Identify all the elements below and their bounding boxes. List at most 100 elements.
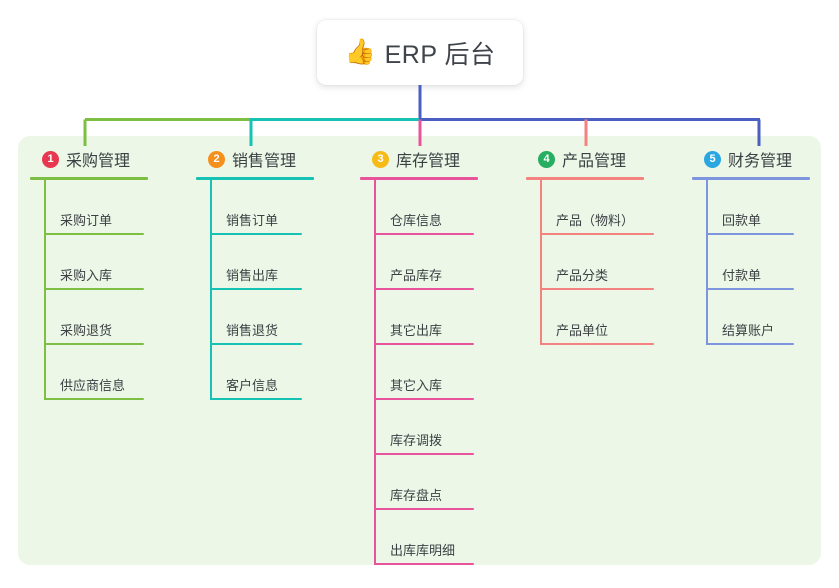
list-item[interactable]: 采购退货 (30, 290, 148, 345)
list-item[interactable]: 出库库明细 (360, 510, 478, 565)
column-badge-4: 4 (538, 150, 555, 168)
list-item-label: 产品（物料） (556, 213, 635, 228)
list-item[interactable]: 销售出库 (196, 235, 314, 290)
list-item-rule (706, 343, 794, 345)
list-item[interactable]: 销售退货 (196, 290, 314, 345)
list-item-label: 产品库存 (390, 268, 443, 283)
column-items-4: 产品（物料） 产品分类产品单位 (526, 180, 654, 345)
list-item-rule (706, 288, 794, 290)
list-item-label: 回款单 (722, 213, 762, 228)
list-item-label: 销售订单 (226, 213, 279, 228)
list-item-rule (44, 343, 144, 345)
column-header-4[interactable]: 4 产品管理 (526, 146, 644, 172)
column-header-3[interactable]: 3 库存管理 (360, 146, 478, 172)
list-item-label: 采购退货 (60, 323, 113, 338)
list-item-rule (374, 453, 474, 455)
column-spine-4 (540, 180, 542, 345)
list-item[interactable]: 仓库信息 (360, 180, 478, 235)
list-item[interactable]: 库存调拨 (360, 400, 478, 455)
list-item-rule (44, 398, 144, 400)
column-badge-1: 1 (42, 150, 59, 168)
list-item-rule (374, 343, 474, 345)
list-item-label: 其它入库 (390, 378, 443, 393)
list-item-rule (706, 233, 794, 235)
column-badge-2: 2 (208, 150, 225, 168)
list-item-label: 供应商信息 (60, 378, 126, 393)
list-item[interactable]: 结算账户 (692, 290, 810, 345)
list-item[interactable]: 其它出库 (360, 290, 478, 345)
list-item-label: 产品分类 (556, 268, 609, 283)
list-item[interactable]: 销售订单 (196, 180, 314, 235)
list-item-label: 仓库信息 (390, 213, 443, 228)
list-item-rule (540, 233, 654, 235)
list-item-label: 采购订单 (60, 213, 113, 228)
list-item-rule (44, 233, 144, 235)
list-item[interactable]: 库存盘点 (360, 455, 478, 510)
column-header-rule-1 (30, 177, 148, 180)
list-item-rule (540, 343, 654, 345)
column-spine-2 (210, 180, 212, 400)
list-item-label: 出库库明细 (390, 543, 456, 558)
list-item[interactable]: 回款单 (692, 180, 810, 235)
list-item[interactable]: 付款单 (692, 235, 810, 290)
list-item-label: 产品单位 (556, 323, 609, 338)
column-badge-3: 3 (372, 150, 389, 168)
list-item-rule (374, 398, 474, 400)
list-item-rule (374, 508, 474, 510)
list-item-label: 其它出库 (390, 323, 443, 338)
column-badge-5: 5 (704, 150, 721, 168)
column-2: 2 销售管理销售订单销售出库销售退货客户信息 (196, 146, 314, 400)
root-title-card: 👍 ERP 后台 (317, 20, 523, 85)
list-item[interactable]: 产品（物料） (526, 180, 654, 235)
column-4: 4 产品管理产品（物料） 产品分类产品单位 (526, 146, 654, 345)
column-items-5: 回款单付款单结算账户 (692, 180, 810, 345)
column-title-4: 产品管理 (562, 153, 627, 170)
list-item-rule (210, 398, 302, 400)
list-item-rule (210, 343, 302, 345)
root-title-text: ERP 后台 (384, 40, 496, 69)
list-item-label: 结算账户 (722, 323, 775, 338)
column-title-5: 财务管理 (728, 153, 793, 170)
list-item[interactable]: 采购订单 (30, 180, 148, 235)
list-item-rule (210, 288, 302, 290)
column-header-5[interactable]: 5 财务管理 (692, 146, 810, 172)
list-item[interactable]: 产品单位 (526, 290, 654, 345)
column-spine-3 (374, 180, 376, 565)
list-item-rule (210, 233, 302, 235)
list-item-label: 客户信息 (226, 378, 279, 393)
list-item-rule (374, 563, 474, 565)
column-items-3: 仓库信息产品库存其它出库其它入库库存调拨库存盘点出库库明细 (360, 180, 478, 565)
column-spine-5 (706, 180, 708, 345)
list-item[interactable]: 其它入库 (360, 345, 478, 400)
column-header-rule-2 (196, 177, 314, 180)
list-item-rule (44, 288, 144, 290)
list-item[interactable]: 采购入库 (30, 235, 148, 290)
list-item-label: 库存盘点 (390, 488, 443, 503)
list-item-label: 采购入库 (60, 268, 113, 283)
column-header-rule-4 (526, 177, 644, 180)
diagram-panel (18, 136, 821, 565)
column-5: 5 财务管理回款单付款单结算账户 (692, 146, 810, 345)
list-item-label: 付款单 (722, 268, 762, 283)
column-3: 3 库存管理仓库信息产品库存其它出库其它入库库存调拨库存盘点出库库明细 (360, 146, 478, 565)
column-header-rule-5 (692, 177, 810, 180)
list-item[interactable]: 供应商信息 (30, 345, 148, 400)
list-item-label: 销售退货 (226, 323, 279, 338)
column-items-2: 销售订单销售出库销售退货客户信息 (196, 180, 314, 400)
list-item[interactable]: 产品分类 (526, 235, 654, 290)
list-item[interactable]: 产品库存 (360, 235, 478, 290)
list-item-rule (374, 233, 474, 235)
thumbs-up-icon: 👍 (344, 38, 376, 66)
list-item-rule (540, 288, 654, 290)
column-title-1: 采购管理 (66, 153, 131, 170)
column-title-2: 销售管理 (232, 153, 297, 170)
column-header-1[interactable]: 1 采购管理 (30, 146, 148, 172)
column-title-3: 库存管理 (396, 153, 461, 170)
column-header-2[interactable]: 2 销售管理 (196, 146, 314, 172)
column-1: 1 采购管理采购订单采购入库采购退货供应商信息 (30, 146, 148, 400)
list-item-rule (374, 288, 474, 290)
list-item[interactable]: 客户信息 (196, 345, 314, 400)
column-header-rule-3 (360, 177, 478, 180)
list-item-label: 库存调拨 (390, 433, 443, 448)
list-item-label: 销售出库 (226, 268, 279, 283)
